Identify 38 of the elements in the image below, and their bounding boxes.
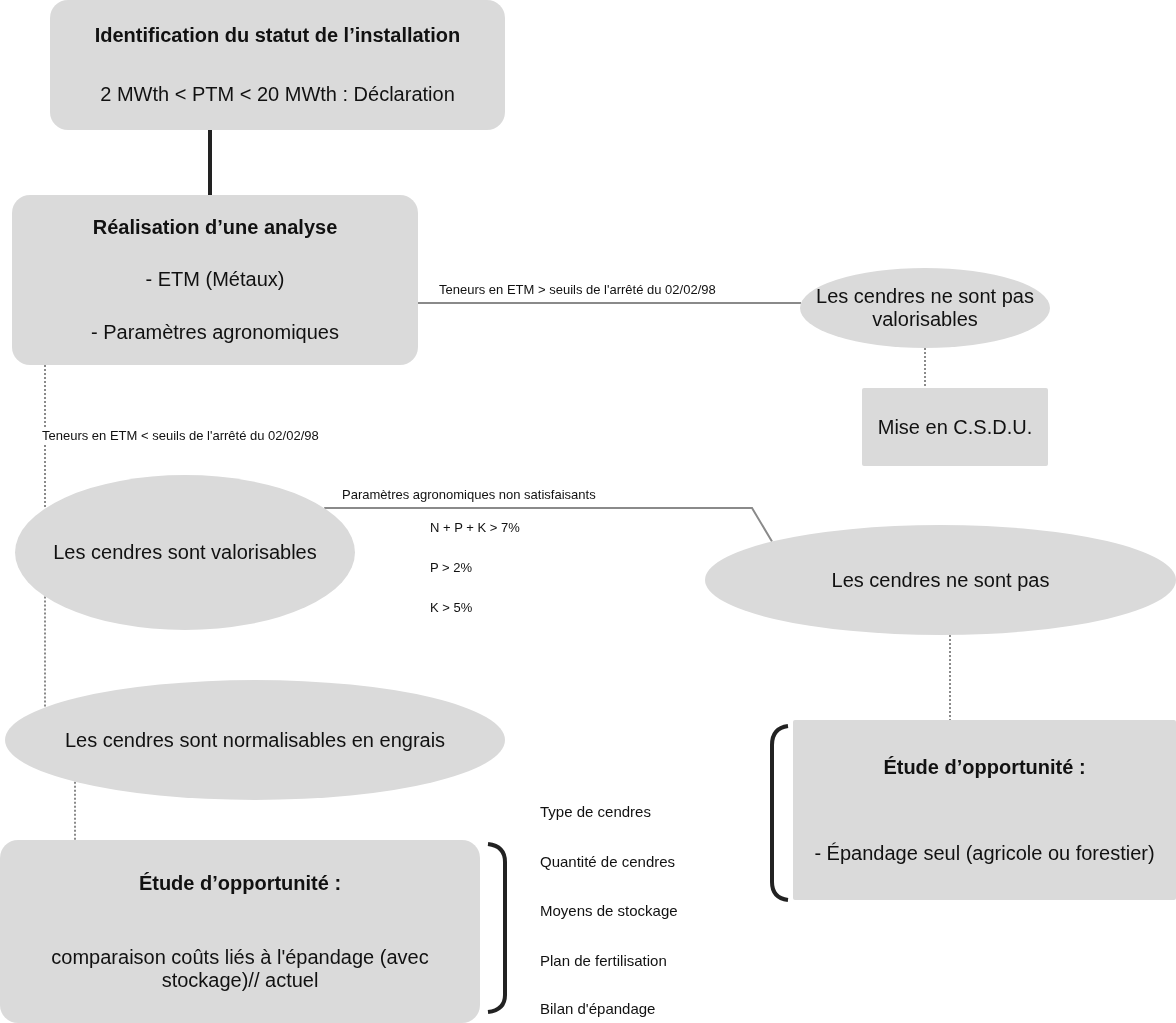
node-text: Les cendres ne sont pas valorisables (815, 285, 1035, 331)
node-text: 2 MWth < PTM < 20 MWth : Déclaration (100, 83, 455, 106)
edge-label: Teneurs en ETM > seuils de l'arrêté du 02/02/98 (437, 282, 718, 297)
criterion-text: P > 2% (428, 560, 475, 575)
node-text: Mise en C.S.D.U. (877, 415, 1033, 439)
edge-label: Teneurs en ETM < seuils de l'arrêté du 02/02/98 (40, 428, 321, 443)
process-box (0, 840, 480, 1023)
process-box (12, 195, 418, 365)
criterion-text: K > 5% (428, 600, 475, 615)
connector-line (949, 633, 951, 721)
connector-line (924, 347, 926, 389)
criterion-text: N + P + K > 7% (428, 520, 522, 535)
node-heading: Réalisation d’une analyse (92, 215, 338, 239)
connector-line (44, 364, 46, 510)
list-item-text: Bilan d'épandage (538, 1000, 658, 1017)
node-text: comparaison coûts liés à l'épandage (avec stockage)// actuel (50, 945, 430, 992)
connector-line (323, 507, 773, 543)
process-box (862, 388, 1048, 466)
list-item-text: Quantité de cendres (538, 853, 678, 870)
node-text: Les cendres sont normalisables en engrais (64, 728, 446, 752)
list-item-text: Type de cendres (538, 803, 653, 820)
connector-line (417, 302, 802, 304)
node-text: - Épandage seul (agricole ou forestier) (814, 841, 1155, 865)
node-text: Les cendres sont valorisables (53, 541, 317, 564)
process-box (793, 720, 1176, 900)
node-heading: Étude d’opportunité : (138, 871, 342, 895)
edge-label: Paramètres agronomiques non satisfaisants (340, 487, 598, 502)
node-heading: Identification du statut de l’installation (94, 24, 461, 47)
node-text: - ETM (Métaux) (145, 268, 285, 292)
node-text: - Paramètres agronomiques (91, 321, 339, 345)
list-item-text: Plan de fertilisation (538, 952, 669, 969)
node-heading: Étude d’opportunité : (883, 755, 1086, 779)
connector-line (74, 780, 76, 841)
connector-line (208, 130, 212, 195)
connector-line (44, 595, 46, 709)
list-item-text: Moyens de stockage (538, 902, 680, 919)
node-text: Les cendres ne sont pas (831, 568, 1050, 592)
process-box (50, 0, 505, 130)
